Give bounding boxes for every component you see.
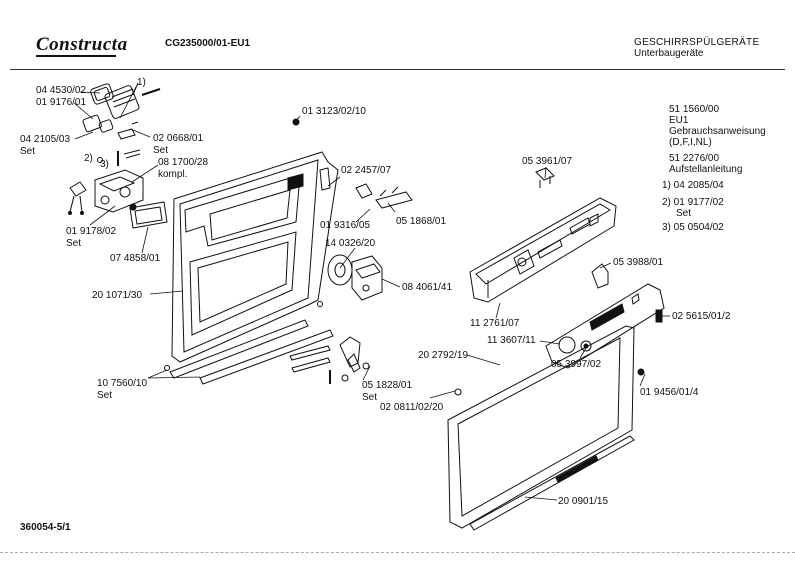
footnote-label: 3) [100,159,109,170]
part-label: Set [362,392,378,403]
part-label: 11 2761/07 [470,318,520,329]
brand-underline [36,55,116,57]
part-label: 05 3988/01 [613,257,664,268]
front-fascia [545,263,665,369]
part-label: Set [66,238,82,249]
handle-parts [82,83,161,166]
part-label: 05 3961/07 [522,156,573,167]
part-label: Set [20,146,36,157]
part-label: 01 9176/01 [36,97,87,108]
category-title: GESCHIRRSPÜLGERÄTE [634,37,760,48]
part-label: 10 7560/10 [97,378,148,389]
legend-item: Aufstellanleitung [669,164,743,175]
bottom-rule [0,552,795,554]
part-label: Set [153,145,169,156]
footnote-label: 2) [84,153,93,164]
document-number: 360054-5/1 [20,522,71,533]
dosing-unit [327,183,413,301]
part-label: 07 4858/01 [110,253,161,264]
model-number: CG235000/01-EU1 [165,38,251,49]
footnote-label: 1) [137,77,146,88]
part-label: 02 2457/07 [341,165,392,176]
leader-lines [73,82,670,501]
door-lock-assembly [68,169,144,215]
part-label: 14 0326/20 [325,238,376,249]
legend-item: (D,F,I,NL) [669,137,712,148]
hinge-parts [289,336,370,384]
part-label: 01 3123/02/10 [302,106,366,117]
legend-item: Set [676,208,692,219]
part-label: 04 2105/03 [20,134,71,145]
legend-item: 51 2276/00 [669,153,720,164]
part-label: 20 0901/15 [558,496,609,507]
part-label: 04 4530/02 [36,85,87,96]
part-label: 20 2792/19 [418,350,469,361]
legend-item: 51 1560/00 [669,104,720,115]
part-label: 02 5615/01/2 [672,311,731,322]
part-label: 08 4061/41 [402,282,453,293]
part-label: 20 1071/30 [92,290,143,301]
part-label: 11 3607/11 [487,335,536,346]
part-label: 02 0668/01 [153,133,204,144]
control-panel [469,167,617,303]
header-rule [10,69,785,70]
legend-item: EU1 [669,115,689,126]
brand-logo: Constructa [36,34,128,55]
part-label: 02 0811/02/20 [380,402,444,413]
legend-item: 3) 05 0504/02 [662,222,724,233]
part-label: Set [97,390,113,401]
part-label: 01 9316/05 [320,220,371,231]
part-label: 01 9456/01/4 [640,387,699,398]
part-label: 05 1868/01 [396,216,447,227]
part-label: 01 9178/02 [66,226,117,237]
seal-frame [129,201,168,229]
subcategory-title: Unterbaugeräte [634,48,704,59]
part-label: 05 3997/02 [551,359,602,370]
legend-item: Gebrauchsanweisung [669,126,766,137]
part-label: 05 1828/01 [362,380,413,391]
bottom-rail [164,301,334,385]
legend-item: 2) 01 9177/02 [662,197,724,208]
part-label: kompl. [158,169,188,180]
inner-door-panel [171,118,339,363]
part-label: 08 1700/28 [158,157,209,168]
outer-door-panel [447,325,645,531]
legend-item: 1) 04 2085/04 [662,180,724,191]
